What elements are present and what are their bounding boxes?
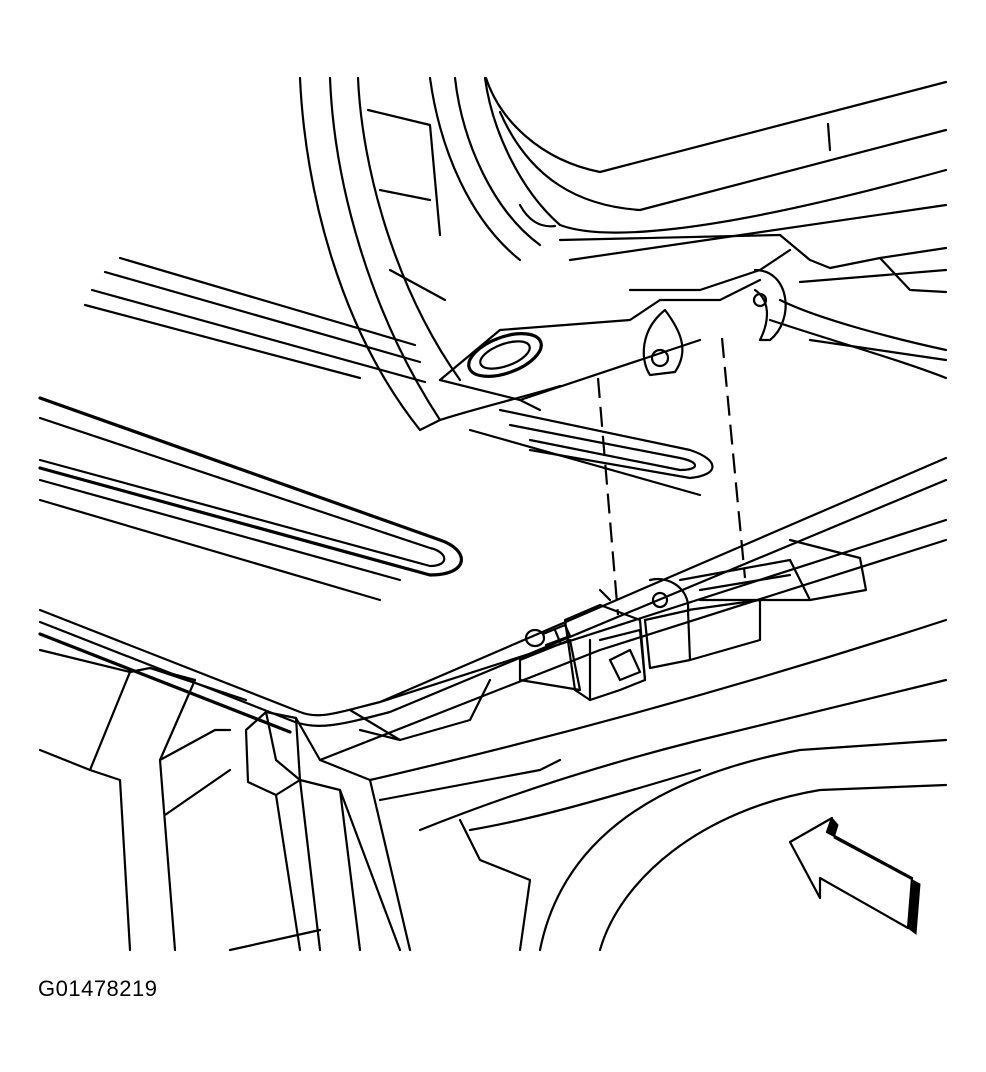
corner-block	[244, 710, 412, 952]
lid-hinge-bracket	[438, 248, 792, 412]
body-hinge-assembly	[518, 573, 792, 702]
floor-rails-left	[38, 256, 463, 602]
floor-rails-center	[468, 408, 714, 497]
lower-body-right	[318, 538, 948, 952]
bolt	[524, 623, 572, 648]
lid-pillar	[298, 76, 562, 432]
alignment-guides	[596, 337, 747, 616]
cross-deck	[38, 456, 948, 734]
lid-panel-right	[484, 76, 948, 380]
view-direction-arrow-icon	[788, 816, 921, 935]
lower-body-left	[38, 648, 322, 952]
figure-id-label: G01478219	[38, 976, 158, 1001]
